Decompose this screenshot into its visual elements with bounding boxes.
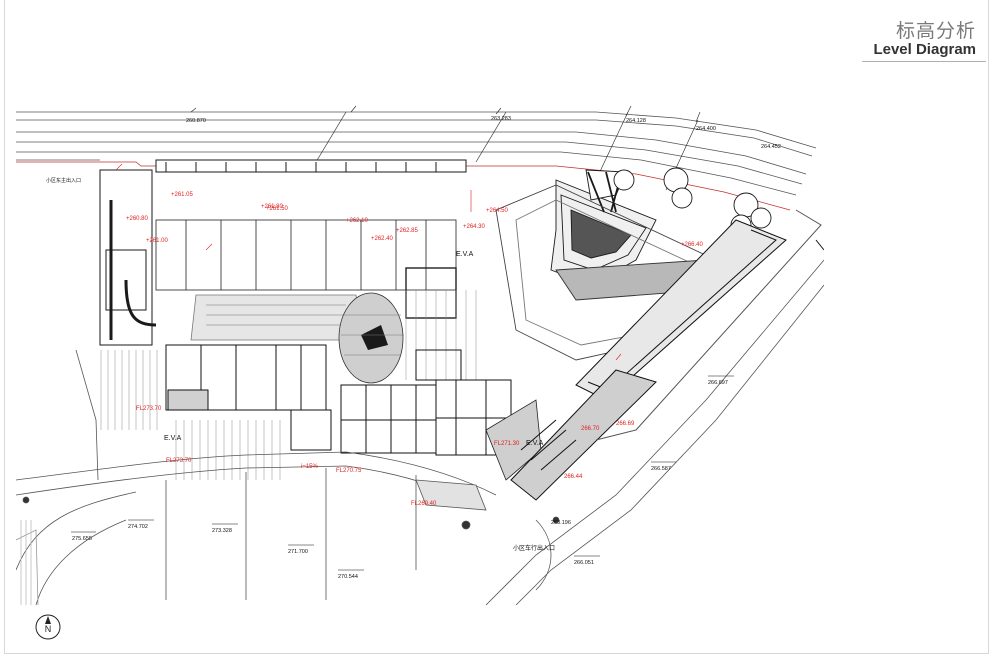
gate-label: 小区车行出入口: [513, 544, 555, 552]
eva-label: E.V.A: [456, 251, 474, 258]
elev-label: 266.69: [616, 421, 635, 427]
top-road: [16, 111, 817, 211]
elev-label: FL269.40: [411, 501, 437, 507]
survey-point: 266.697: [708, 380, 728, 386]
elev-label: +262.40: [371, 236, 394, 242]
elev-label: +264.50: [486, 208, 509, 214]
elev-label: 266.70: [581, 426, 600, 432]
right-road: [22, 259, 824, 605]
north-arrow: N: [34, 613, 62, 641]
title-divider: [862, 61, 986, 62]
title-english: Level Diagram: [873, 41, 976, 58]
survey-point: 274.702: [128, 524, 148, 530]
north-label: N: [45, 624, 52, 634]
elevation-annotations: +261.05 +261.00 +261.80 +262.10 +262.40 …: [115, 163, 704, 507]
zone-labels: E.V.A E.V.A E.V.A 小区东主出入口 小区车行出入口: [46, 177, 555, 552]
survey-point: 266.051: [574, 560, 594, 566]
elev-label: +261.80: [261, 204, 284, 210]
elev-label: +266.40: [681, 242, 704, 248]
central-units: [155, 219, 457, 341]
survey-point: 275.655: [72, 536, 92, 542]
survey-point: 260.870: [186, 118, 206, 124]
entrance-label: 小区东主出入口: [46, 177, 81, 184]
left-podium: [99, 159, 467, 346]
survey-point: 270.544: [338, 574, 358, 580]
hatched-field: [100, 290, 477, 480]
left-edge: [16, 159, 100, 605]
survey-point: 263.196: [551, 520, 571, 526]
oval-plaza: [338, 292, 404, 384]
survey-point: 263.283: [491, 116, 511, 122]
survey-point: 264.452: [761, 144, 781, 150]
elev-label: FL270.75: [336, 468, 362, 474]
survey-tags: 260.870 263.283 264.128 264.400 264.452 …: [71, 116, 781, 580]
survey-point: 264.128: [626, 118, 646, 124]
elev-label: i=15%: [301, 464, 319, 470]
elev-label: +264.30: [463, 224, 486, 230]
survey-point: 271.700: [288, 549, 308, 555]
elev-label: FL271.30: [494, 441, 520, 447]
elev-label: +262.85: [396, 228, 419, 234]
survey-point: 273.328: [212, 528, 232, 534]
lower-buildings: [165, 344, 512, 456]
top-survey-leaders: [190, 105, 701, 191]
site-plan-drawing: +261.05 +261.00 +261.80 +262.10 +262.40 …: [16, 100, 824, 605]
elev-label: FL273.70: [136, 406, 162, 412]
title-chinese: 标高分析: [895, 20, 976, 42]
elev-label: +261.00: [146, 238, 169, 244]
site-plan-svg: +261.05 +261.00 +261.80 +262.10 +262.40 …: [16, 105, 824, 605]
diagonal-ramp: [510, 209, 824, 501]
eva-label: E.V.A: [526, 440, 544, 447]
eva-label: E.V.A: [164, 435, 182, 442]
elev-label: +261.50: [266, 206, 289, 212]
elev-label: +260.80: [126, 216, 149, 222]
elev-label: FL273.70: [166, 458, 192, 464]
survey-point: 264.400: [696, 126, 716, 132]
survey-point: 266.587: [651, 466, 671, 472]
page-frame: [4, 0, 989, 654]
compass-icon: N: [35, 614, 61, 640]
lower-road: [16, 399, 542, 605]
elev-label: +262.10: [346, 218, 369, 224]
elev-label: 266.44: [564, 474, 583, 480]
elev-label: +261.05: [171, 192, 194, 198]
